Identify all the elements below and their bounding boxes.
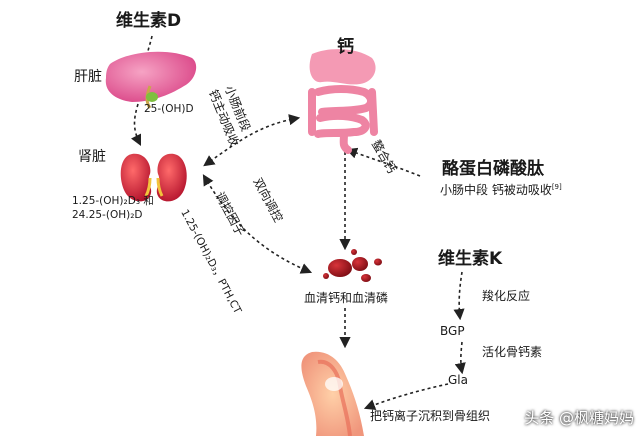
label-liver: 肝脏	[74, 69, 102, 85]
label-activated-osteocalcin: 活化骨钙素	[482, 345, 543, 359]
arrow-liver-to-kidney	[130, 103, 142, 147]
label-kidney-product-2: 24.25-(OH)₂D	[72, 209, 143, 221]
watermark: 头条 @枫糖妈妈	[524, 409, 634, 427]
knee-bone-illustration	[301, 351, 364, 436]
label-vitamin-d: 维生素D	[116, 11, 182, 31]
label-cpp: 酪蛋白磷酸肽	[442, 159, 544, 179]
reference-mark: [9]	[551, 183, 562, 191]
label-25-oh-d: 25-(OH)D	[144, 103, 194, 115]
arrow-gla-to-bone	[363, 383, 449, 411]
arrow-bgp-to-gla	[454, 341, 466, 375]
label-carboxylation: 羧化反应	[482, 289, 531, 303]
kidney-right-illustration	[156, 153, 187, 202]
arrow-vitk-to-bgp	[453, 271, 465, 321]
liver-illustration	[105, 51, 197, 102]
label-serum-calcium-phosphorus: 血清钙和血清磷	[304, 291, 389, 305]
label-bgp: BGP	[440, 324, 465, 338]
arrow-kidney-to-intestine	[203, 114, 301, 167]
label-calcium: 钙	[337, 37, 354, 57]
label-small-intestine-mid: 小肠中段 钙被动吸收[9]	[440, 183, 562, 197]
arrow-cpp-to-intestine	[345, 147, 421, 177]
label-gla: Gla	[448, 373, 468, 387]
label-kidney: 肾脏	[78, 149, 106, 165]
blood-cells-illustration	[323, 249, 382, 282]
stomach-illustration	[309, 49, 376, 85]
label-deposit-to-bone: 把钙离子沉积到骨组织	[370, 409, 491, 423]
kidney-left-illustration	[120, 153, 152, 202]
label-kidney-product-1: 1.25-(OH)₂D₃ 和	[72, 195, 154, 207]
label-vitamin-k: 维生素K	[438, 249, 503, 269]
arrow-kidney-to-blood	[202, 174, 313, 274]
intestine-illustration	[308, 85, 378, 154]
